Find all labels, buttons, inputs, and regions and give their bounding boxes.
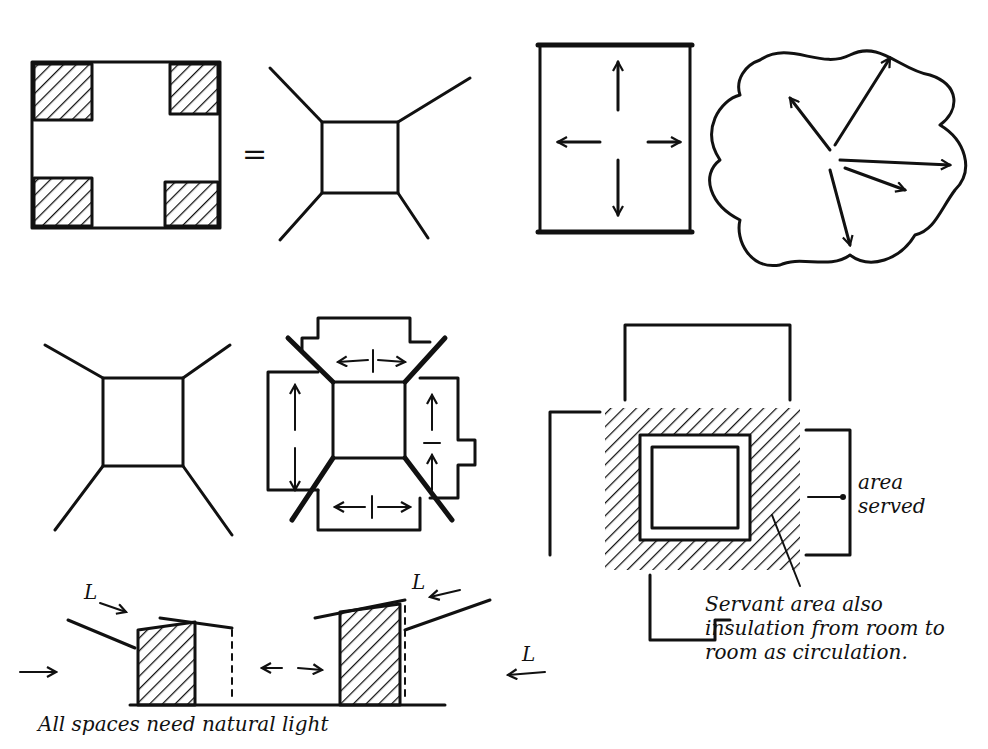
equals-sign: = [242,136,267,172]
light-label: L [412,570,425,594]
caption-note: All spaces need natural light [38,712,328,736]
light-label: L [522,642,535,666]
servant-note: Servant area also insulation from room t… [705,592,983,664]
area-note: area served [858,470,958,518]
light-label: L [84,580,97,604]
